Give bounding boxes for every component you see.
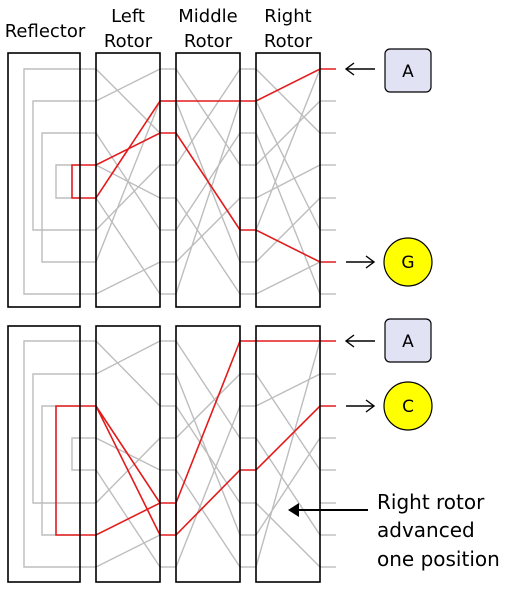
annotation-line1: Right rotor bbox=[377, 490, 485, 514]
annotation-line3: one position bbox=[377, 547, 500, 571]
bottom-reflector-wiring bbox=[23, 340, 80, 568]
top-input-letter: A bbox=[402, 62, 414, 82]
left-rotor-header-line1: Left bbox=[111, 6, 145, 27]
annotation-line2: advanced bbox=[377, 518, 475, 542]
bottom-input-key bbox=[384, 318, 432, 363]
bottom-middle-rotor-box bbox=[175, 325, 241, 583]
column-headers: Reflector Left Rotor Middle Rotor Right … bbox=[5, 6, 313, 52]
reflector-header: Reflector bbox=[5, 21, 86, 42]
right-rotor-header-line1: Right bbox=[264, 6, 311, 27]
bottom-rotor-boxes bbox=[7, 325, 321, 583]
bottom-reflector-box bbox=[7, 325, 81, 583]
top-output: G bbox=[346, 237, 433, 287]
right-rotor-header-line2: Rotor bbox=[264, 31, 313, 52]
bottom-rotor-wiring bbox=[80, 340, 336, 568]
top-rotor-boxes bbox=[7, 52, 321, 308]
top-left-rotor-box bbox=[95, 52, 161, 308]
top-input: A bbox=[344, 48, 432, 93]
middle-rotor-header-line2: Rotor bbox=[184, 31, 233, 52]
top-right-rotor-box bbox=[255, 52, 321, 308]
top-output-lamp bbox=[383, 237, 433, 287]
middle-rotor-header-line1: Middle bbox=[178, 6, 237, 27]
top-reflector-wiring bbox=[23, 68, 80, 295]
bottom-left-rotor-box bbox=[95, 325, 161, 583]
top-reflector-box bbox=[7, 52, 81, 308]
top-panel: A G bbox=[7, 48, 433, 308]
top-middle-rotor-box bbox=[175, 52, 241, 308]
top-input-key bbox=[384, 48, 432, 93]
advance-annotation: Right rotor advanced one position bbox=[288, 490, 500, 571]
left-rotor-header-line2: Rotor bbox=[104, 31, 153, 52]
bottom-right-rotor-box bbox=[255, 325, 321, 583]
bottom-panel: A C bbox=[7, 318, 433, 583]
bottom-output-letter: C bbox=[402, 397, 414, 417]
bottom-output: C bbox=[346, 381, 433, 431]
bottom-input: A bbox=[344, 318, 432, 363]
bottom-input-letter: A bbox=[402, 332, 414, 352]
bottom-output-lamp bbox=[383, 381, 433, 431]
top-output-letter: G bbox=[401, 253, 414, 273]
